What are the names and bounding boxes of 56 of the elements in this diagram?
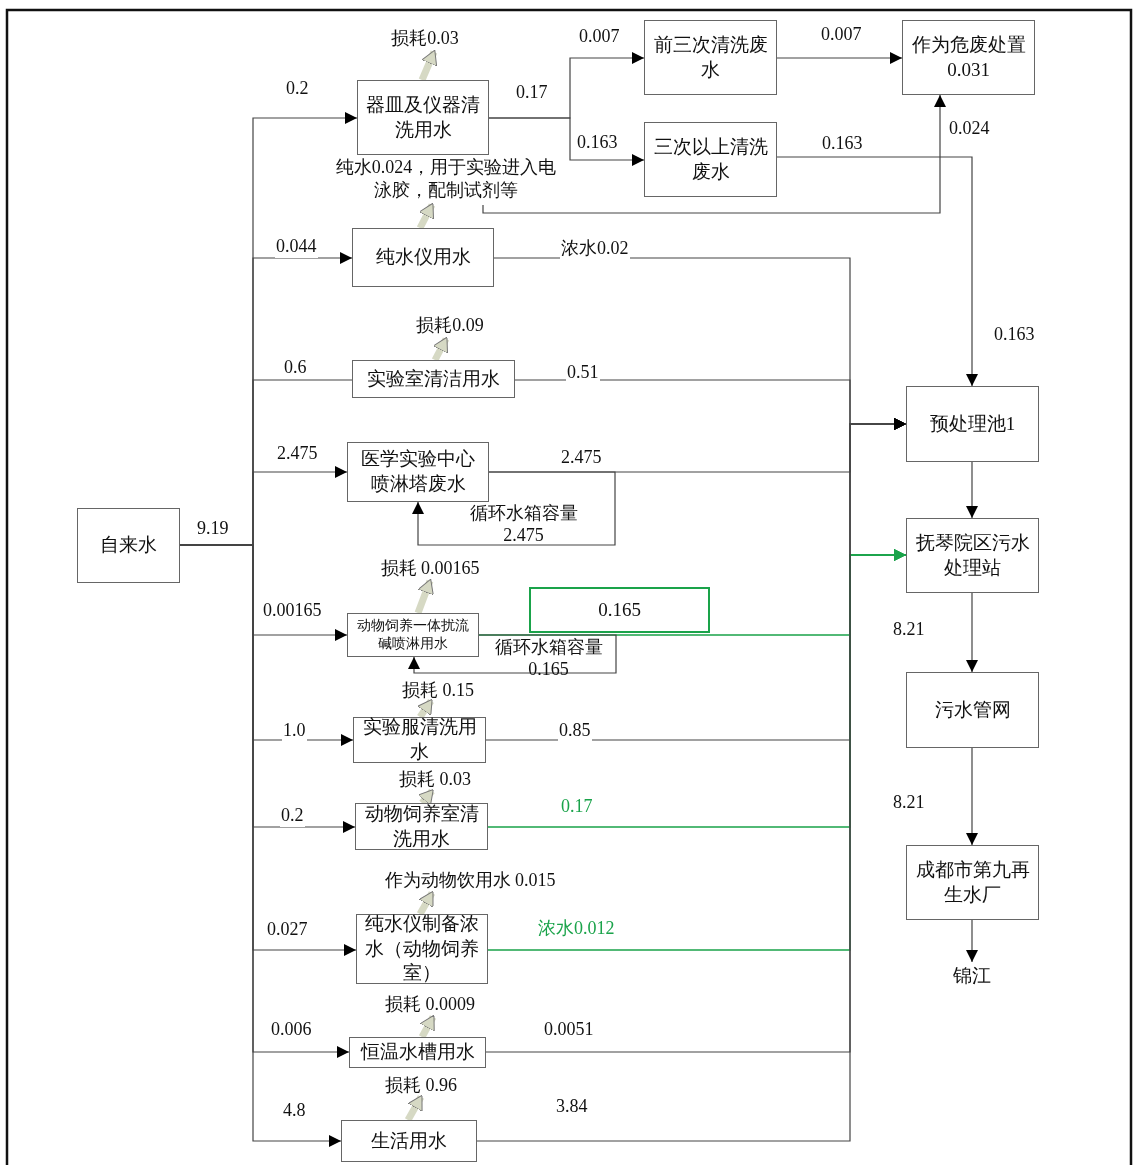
process-box: 动物饲养一体扰流碱喷淋用水 bbox=[347, 613, 479, 657]
loss-arrow bbox=[431, 336, 450, 362]
edge-label: 0.2 bbox=[280, 805, 305, 827]
flow-text: 损耗 0.03 bbox=[374, 769, 496, 791]
loop-arrow bbox=[412, 471, 616, 546]
flow-arrow bbox=[966, 747, 978, 846]
edge-label: 0.51 bbox=[566, 362, 600, 384]
process-box: 作为危废处置0.031 bbox=[902, 20, 1035, 95]
process-box: 医学实验中心喷淋塔废水 bbox=[347, 442, 489, 502]
flow-arrow bbox=[776, 156, 978, 387]
flow-arrow bbox=[966, 461, 978, 519]
process-box: 动物饲养室清洗用水 bbox=[355, 803, 488, 850]
process-box: 纯水仪用水 bbox=[352, 228, 494, 287]
flow-text: 损耗 0.96 bbox=[366, 1074, 476, 1097]
edge-label: 循环水箱容量 2.475 bbox=[468, 503, 579, 547]
flow-text: 损耗0.03 bbox=[370, 26, 480, 52]
process-box: 成都市第九再生水厂 bbox=[906, 845, 1039, 920]
process-box: 预处理池1 bbox=[906, 386, 1039, 462]
flow-text: 损耗 0.00165 bbox=[362, 556, 498, 581]
process-box: 纯水仪制备浓水（动物饲养室） bbox=[356, 914, 488, 984]
flow-text: 损耗0.09 bbox=[400, 313, 500, 339]
flow-arrow bbox=[488, 117, 645, 166]
loss-arrow bbox=[416, 890, 436, 916]
loss-arrow bbox=[417, 698, 434, 719]
loop-arrow bbox=[408, 634, 617, 674]
edge-label: 浓水0.012 bbox=[537, 918, 616, 940]
loss-arrow bbox=[418, 49, 438, 82]
flow-text: 纯水0.024，用于实验进入电泳胶，配制试剂等 bbox=[328, 153, 564, 205]
flow-arrow bbox=[776, 52, 903, 64]
process-box: 器皿及仪器清洗用水 bbox=[357, 80, 489, 155]
loss-arrow bbox=[404, 1094, 425, 1122]
process-box: 自来水 bbox=[77, 508, 180, 583]
flow-arrow bbox=[482, 94, 946, 214]
loss-arrow bbox=[418, 1014, 437, 1039]
flow-text: 损耗 0.15 bbox=[378, 680, 498, 701]
flow-arrow bbox=[966, 919, 978, 963]
loss-arrow bbox=[416, 202, 436, 230]
flow-text: 锦江 bbox=[950, 962, 994, 990]
loss-arrow bbox=[414, 578, 434, 615]
process-box: 污水管网 bbox=[906, 672, 1039, 748]
edge-label: 循环水箱容量 0.165 bbox=[493, 637, 604, 681]
value-box: 0.165 bbox=[529, 587, 710, 633]
process-box: 前三次清洗废水 bbox=[644, 20, 777, 95]
edge-label: 0.85 bbox=[558, 720, 592, 742]
flow-arrow bbox=[966, 592, 978, 673]
edge-label: 1.0 bbox=[282, 720, 307, 742]
flow-text: 损耗 0.0009 bbox=[362, 993, 498, 1017]
edge-label: 浓水0.02 bbox=[560, 238, 630, 260]
edge-label: 0.044 bbox=[275, 236, 318, 258]
process-box: 实验室清洁用水 bbox=[352, 360, 515, 398]
process-box: 抚琴院区污水处理站 bbox=[906, 518, 1039, 593]
process-box: 恒温水槽用水 bbox=[349, 1037, 486, 1068]
process-box: 实验服清洗用水 bbox=[353, 717, 486, 763]
process-box: 生活用水 bbox=[341, 1120, 477, 1162]
process-box: 三次以上清洗废水 bbox=[644, 122, 777, 197]
flow-text: 作为动物饮用水 0.015 bbox=[360, 868, 580, 893]
